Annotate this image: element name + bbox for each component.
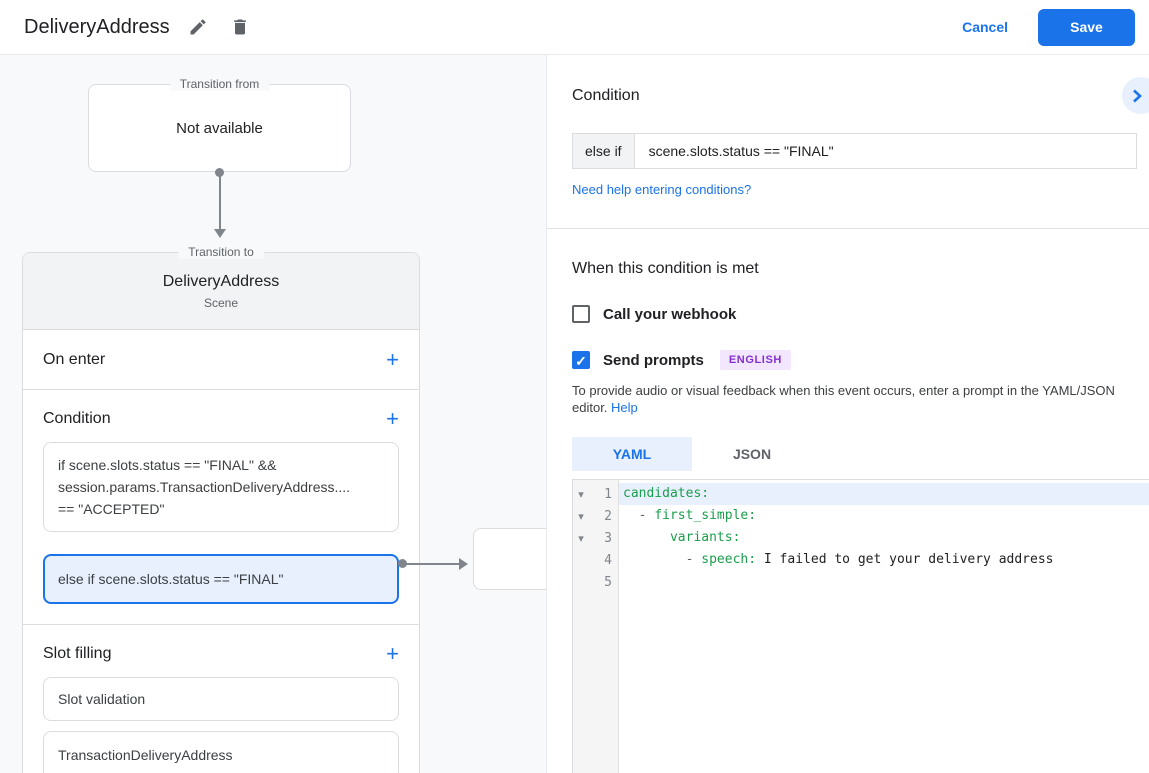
fold-arrow-icon[interactable]: ▾	[578, 532, 584, 545]
pencil-icon	[190, 19, 206, 35]
scene-flow-canvas: Transition from Not available Transition…	[0, 55, 546, 773]
connector-line-vertical	[219, 173, 221, 229]
scene-card-header[interactable]: DeliveryAddress Scene	[23, 253, 419, 330]
transition-from-content: Not available	[176, 119, 263, 137]
fold-arrow-icon[interactable]: ▾	[578, 510, 584, 523]
when-met-heading: When this condition is met	[572, 260, 759, 277]
line-number: 5	[604, 574, 612, 590]
format-tabs: YAML JSON	[572, 437, 1149, 471]
edit-scene-button[interactable]	[184, 13, 212, 41]
code-line[interactable]: - speech: I failed to get your delivery …	[619, 549, 1149, 571]
prompt-description-text: To provide audio or visual feedback when…	[572, 383, 1115, 415]
slot-filling-label: Slot filling	[43, 645, 112, 662]
code-line[interactable]: variants:	[619, 527, 1149, 549]
gutter-row: 5	[573, 571, 618, 593]
line-number: 3	[604, 530, 612, 546]
slot-item[interactable]: TransactionDeliveryAddress	[43, 731, 399, 773]
page-title: DeliveryAddress	[24, 15, 170, 38]
code-token-plain: I failed to get your delivery address	[756, 552, 1054, 567]
condition-expression-input[interactable]	[634, 133, 1137, 169]
condition-operator-label: else if	[572, 133, 635, 169]
on-enter-label: On enter	[43, 350, 106, 368]
connector-dot	[398, 559, 407, 568]
connector-dot	[215, 168, 224, 177]
scene-name: DeliveryAddress	[162, 272, 280, 290]
tab-json[interactable]: JSON	[732, 446, 772, 462]
editor-code[interactable]: candidates: - first_simple: variants: - …	[619, 480, 1149, 773]
code-token-plain	[623, 552, 686, 567]
gutter-row[interactable]: ▾3	[573, 527, 618, 549]
code-token-key: candidates:	[623, 486, 710, 501]
code-token-plain	[623, 508, 639, 523]
line-number: 4	[604, 552, 612, 568]
code-line[interactable]: - first_simple:	[619, 505, 1149, 527]
main-area: Transition from Not available Transition…	[0, 55, 1149, 773]
line-number: 1	[604, 486, 612, 502]
send-prompts-label: Send prompts	[603, 351, 704, 369]
send-prompts-checkbox[interactable]: ✓	[572, 351, 590, 369]
scene-card: Transition to DeliveryAddress Scene On e…	[22, 245, 420, 773]
condition-item-selected[interactable]: else if scene.slots.status == "FINAL"	[43, 554, 399, 604]
webhook-checkbox-row: Call your webhook	[572, 305, 1149, 323]
add-condition-button[interactable]: +	[386, 406, 399, 431]
trash-icon	[233, 19, 246, 35]
condition-section-header: Condition +	[43, 404, 399, 434]
arrow-down-icon	[214, 229, 226, 238]
code-token-key: first_simple:	[654, 508, 757, 523]
transition-from-box[interactable]: Transition from Not available	[88, 77, 351, 172]
section-divider	[547, 228, 1149, 229]
fold-arrow-icon[interactable]: ▾	[578, 488, 584, 501]
code-token-meta: -	[638, 508, 655, 523]
transition-from-label: Transition from	[169, 77, 270, 91]
connector-line-horizontal	[405, 563, 460, 565]
slot-filling-section-header: Slot filling +	[43, 639, 399, 669]
webhook-label: Call your webhook	[603, 305, 737, 323]
prompt-description: To provide audio or visual feedback when…	[572, 382, 1134, 416]
gutter-row: 4	[573, 549, 618, 571]
line-number: 2	[604, 508, 612, 524]
condition-input-row: else if	[572, 133, 1137, 169]
code-token-key: variants:	[669, 530, 741, 545]
delete-scene-button[interactable]	[226, 13, 254, 41]
arrow-right-icon	[459, 558, 468, 570]
help-link[interactable]: Help	[611, 400, 638, 415]
condition-editor-panel: Condition else if Need help entering con…	[546, 55, 1149, 773]
gutter-row[interactable]: ▾2	[573, 505, 618, 527]
save-button[interactable]: Save	[1038, 8, 1135, 46]
on-enter-section: On enter +	[23, 330, 419, 390]
code-line[interactable]	[619, 571, 1149, 593]
tab-yaml[interactable]: YAML	[572, 437, 692, 471]
condition-help-link[interactable]: Need help entering conditions?	[572, 182, 752, 197]
code-line[interactable]: candidates:	[619, 483, 1149, 505]
scene-type: Scene	[203, 295, 239, 310]
webhook-checkbox[interactable]	[572, 305, 590, 323]
panel-condition-heading: Condition	[572, 87, 640, 104]
condition-section: Condition + if scene.slots.status == "FI…	[23, 390, 419, 625]
gutter-row[interactable]: ▾1	[573, 483, 618, 505]
top-bar: DeliveryAddress Cancel Save	[0, 0, 1149, 55]
transition-target-box[interactable]	[473, 528, 546, 590]
language-badge: ENGLISH	[719, 350, 791, 370]
slot-item[interactable]: Slot validation	[43, 677, 399, 721]
code-token-meta: -	[685, 552, 702, 567]
chevron-right-icon	[1133, 89, 1142, 102]
condition-item[interactable]: if scene.slots.status == "FINAL" && sess…	[43, 442, 399, 532]
code-token-key: speech:	[701, 552, 757, 567]
send-prompts-checkbox-row: ✓ Send prompts ENGLISH	[572, 350, 1149, 370]
collapse-panel-button[interactable]	[1122, 77, 1149, 114]
add-on-enter-button[interactable]: +	[386, 346, 399, 372]
add-slot-button[interactable]: +	[386, 641, 399, 666]
condition-section-label: Condition	[43, 410, 111, 427]
cancel-button[interactable]: Cancel	[962, 19, 1008, 35]
code-token-plain	[623, 530, 670, 545]
transition-to-label: Transition to	[178, 245, 264, 259]
slot-filling-section: Slot filling + Slot validation Transacti…	[23, 625, 419, 773]
